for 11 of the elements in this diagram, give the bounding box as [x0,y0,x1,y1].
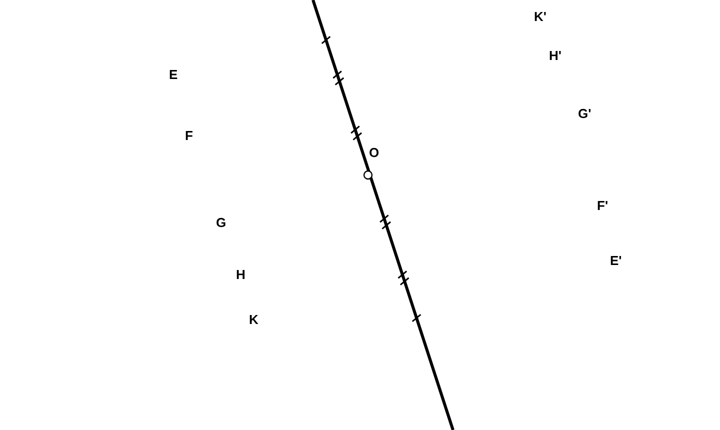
point-label: G [216,216,226,230]
point-label: H' [549,49,562,63]
point-label: E' [610,254,622,268]
point-label: G' [578,107,592,121]
point-label: K [249,313,258,327]
point-label: F [185,129,193,143]
point-label: E [169,68,178,82]
point-label: K' [534,10,546,24]
point-label: F' [597,199,608,213]
point-label: H [236,268,246,282]
point-label: O [369,146,380,160]
